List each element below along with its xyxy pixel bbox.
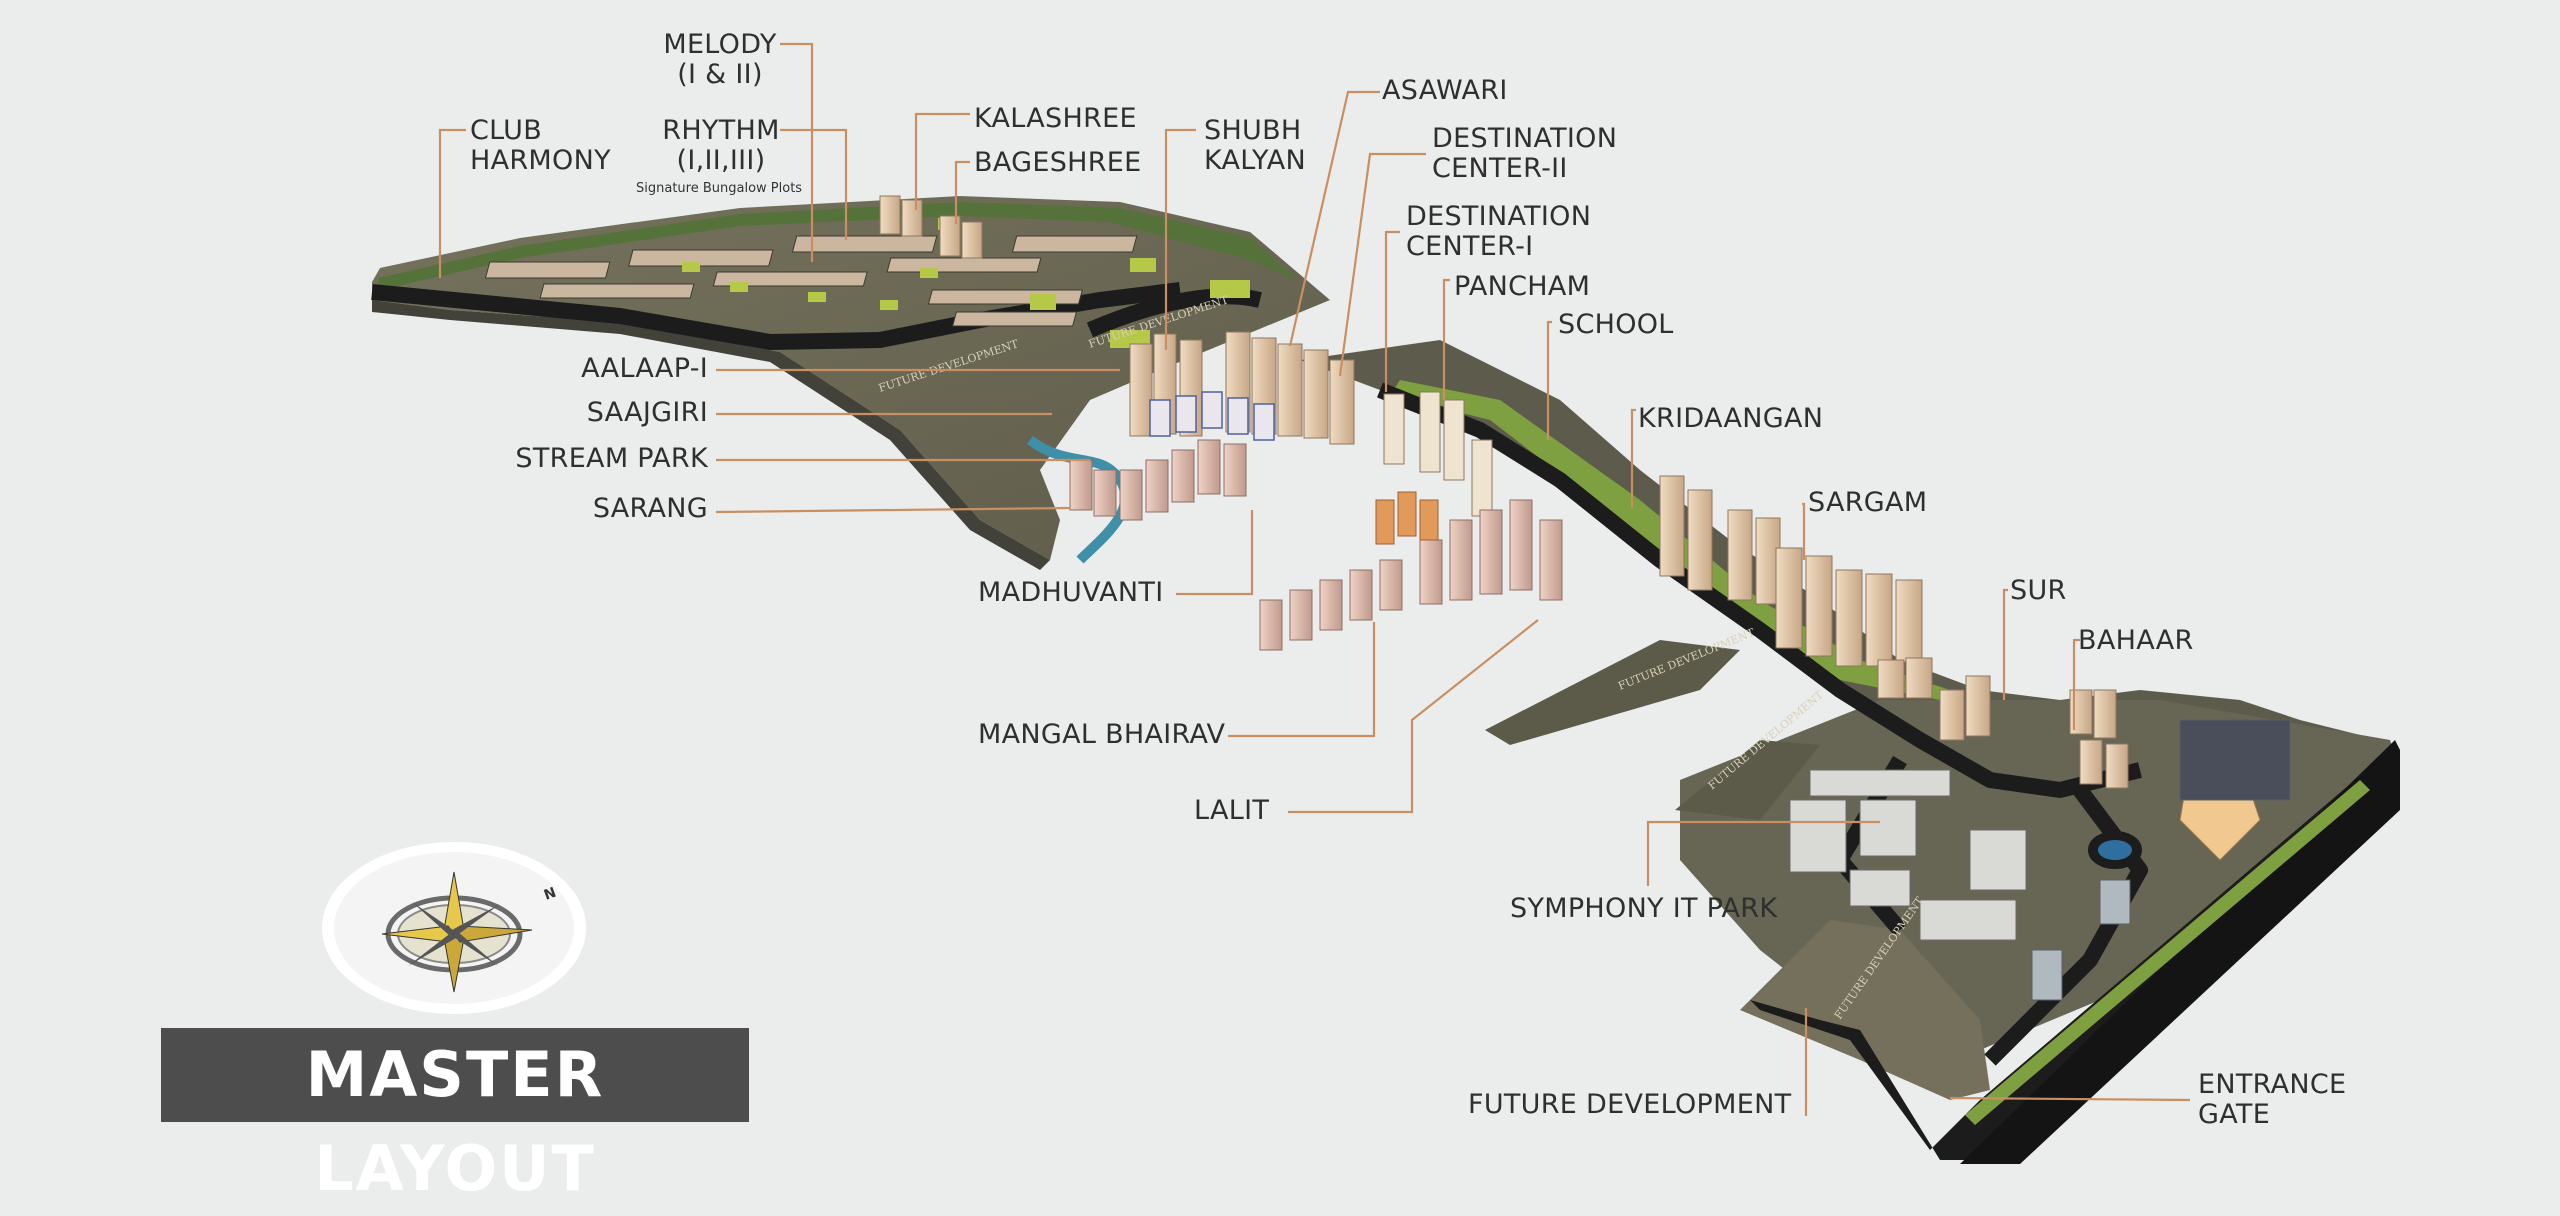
label-stream-park: STREAM PARK: [515, 443, 708, 474]
label-shubh-kalyan: SHUBH KALYAN: [1204, 116, 1306, 176]
label-pancham: PANCHAM: [1454, 271, 1591, 302]
label-saajgiri: SAAJGIRI: [586, 397, 708, 428]
label-mangal-bhairav: MANGAL BHAIRAV: [978, 719, 1226, 750]
page-title: MASTER LAYOUT: [161, 1028, 749, 1205]
label-shubh-line2: KALYAN: [1204, 145, 1307, 176]
label-dc1-line1: DESTINATION: [1406, 201, 1592, 232]
label-sur: SUR: [2010, 575, 2067, 606]
label-club-line2: HARMONY: [470, 145, 611, 176]
label-asawari: ASAWARI: [1382, 75, 1508, 106]
label-dc1-line2: CENTER-I: [1406, 231, 1534, 262]
label-rhythm-note: Signature Bungalow Plots: [636, 181, 803, 196]
label-melody-line1: MELODY: [663, 29, 777, 60]
label-school: SCHOOL: [1558, 309, 1674, 340]
label-rhythm-line1: RHYTHM: [662, 115, 780, 146]
label-kridaangan: KRIDAANGAN: [1638, 403, 1824, 434]
label-entrance-gate: ENTRANCE GATE: [2198, 1070, 2346, 1130]
compass-rose-icon: N: [322, 842, 586, 1014]
label-bageshree: BAGESHREE: [974, 147, 1142, 178]
roundabout-pond: [2098, 840, 2132, 860]
label-club-line1: CLUB: [470, 115, 543, 146]
label-sargam: SARGAM: [1808, 487, 1928, 518]
tower-clusters: [879, 195, 2291, 1001]
label-dc2-line2: CENTER-II: [1432, 153, 1568, 184]
label-rhythm-line2: (I,II,III): [676, 145, 766, 176]
label-melody: MELODY (I & II): [660, 30, 780, 90]
label-symphony-it-park: SYMPHONY IT PARK: [1510, 893, 1778, 924]
label-shubh-line1: SHUBH: [1204, 115, 1302, 146]
label-dc2-line1: DESTINATION: [1432, 123, 1618, 154]
label-entrance-line1: ENTRANCE: [2198, 1069, 2347, 1100]
label-destination-center-1: DESTINATION CENTER-I: [1406, 202, 1591, 262]
label-destination-center-2: DESTINATION CENTER-II: [1432, 124, 1617, 184]
leader-lines: [438, 42, 2191, 1116]
label-kalashree: KALASHREE: [974, 103, 1137, 134]
label-rhythm: RHYTHM (I,II,III): [648, 116, 794, 176]
compass-north-label: N: [542, 885, 558, 904]
label-bahaar: BAHAAR: [2078, 625, 2194, 656]
label-aalaap: AALAAP-I: [581, 353, 708, 384]
label-madhuvanti: MADHUVANTI: [978, 577, 1164, 608]
label-entrance-line2: GATE: [2198, 1099, 2271, 1130]
label-melody-line2: (I & II): [677, 59, 763, 90]
label-club-harmony: CLUB HARMONY: [470, 116, 611, 176]
label-sarang: SARANG: [592, 493, 708, 524]
label-lalit: LALIT: [1194, 795, 1270, 826]
label-future-development: FUTURE DEVELOPMENT: [1468, 1089, 1792, 1120]
